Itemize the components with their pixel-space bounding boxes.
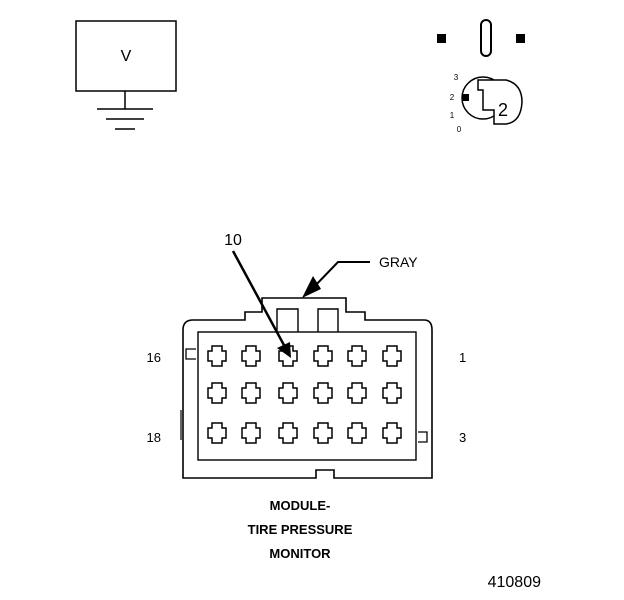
ignition-position-1: 1 <box>450 111 455 120</box>
component-title-line-2: TIRE PRESSURE <box>248 522 353 537</box>
component-title-line-3: MONITOR <box>269 546 331 561</box>
gray-wire-leader <box>302 261 370 298</box>
row-label-top-left: 16 <box>147 350 161 365</box>
row-label-bottom-left: 18 <box>147 430 161 445</box>
row-label-top-right: 1 <box>459 350 466 365</box>
voltmeter-icon <box>75 20 177 130</box>
wire-color-label: GRAY <box>379 254 418 270</box>
pin-callout-arrow <box>231 250 291 358</box>
component-title-line-1: MODULE- <box>270 498 331 513</box>
ignition-selected-position: 2 <box>498 100 508 120</box>
ignition-position-3: 3 <box>454 73 459 82</box>
ignition-position-0: 0 <box>457 125 462 134</box>
ignition-position-2: 2 <box>450 93 455 102</box>
pin-callout-label: 10 <box>224 232 242 249</box>
figure-number: 410809 <box>488 574 541 591</box>
row-label-bottom-right: 3 <box>459 430 466 445</box>
voltmeter-symbol: V <box>121 48 132 65</box>
ignition-switch-icon <box>437 19 525 125</box>
